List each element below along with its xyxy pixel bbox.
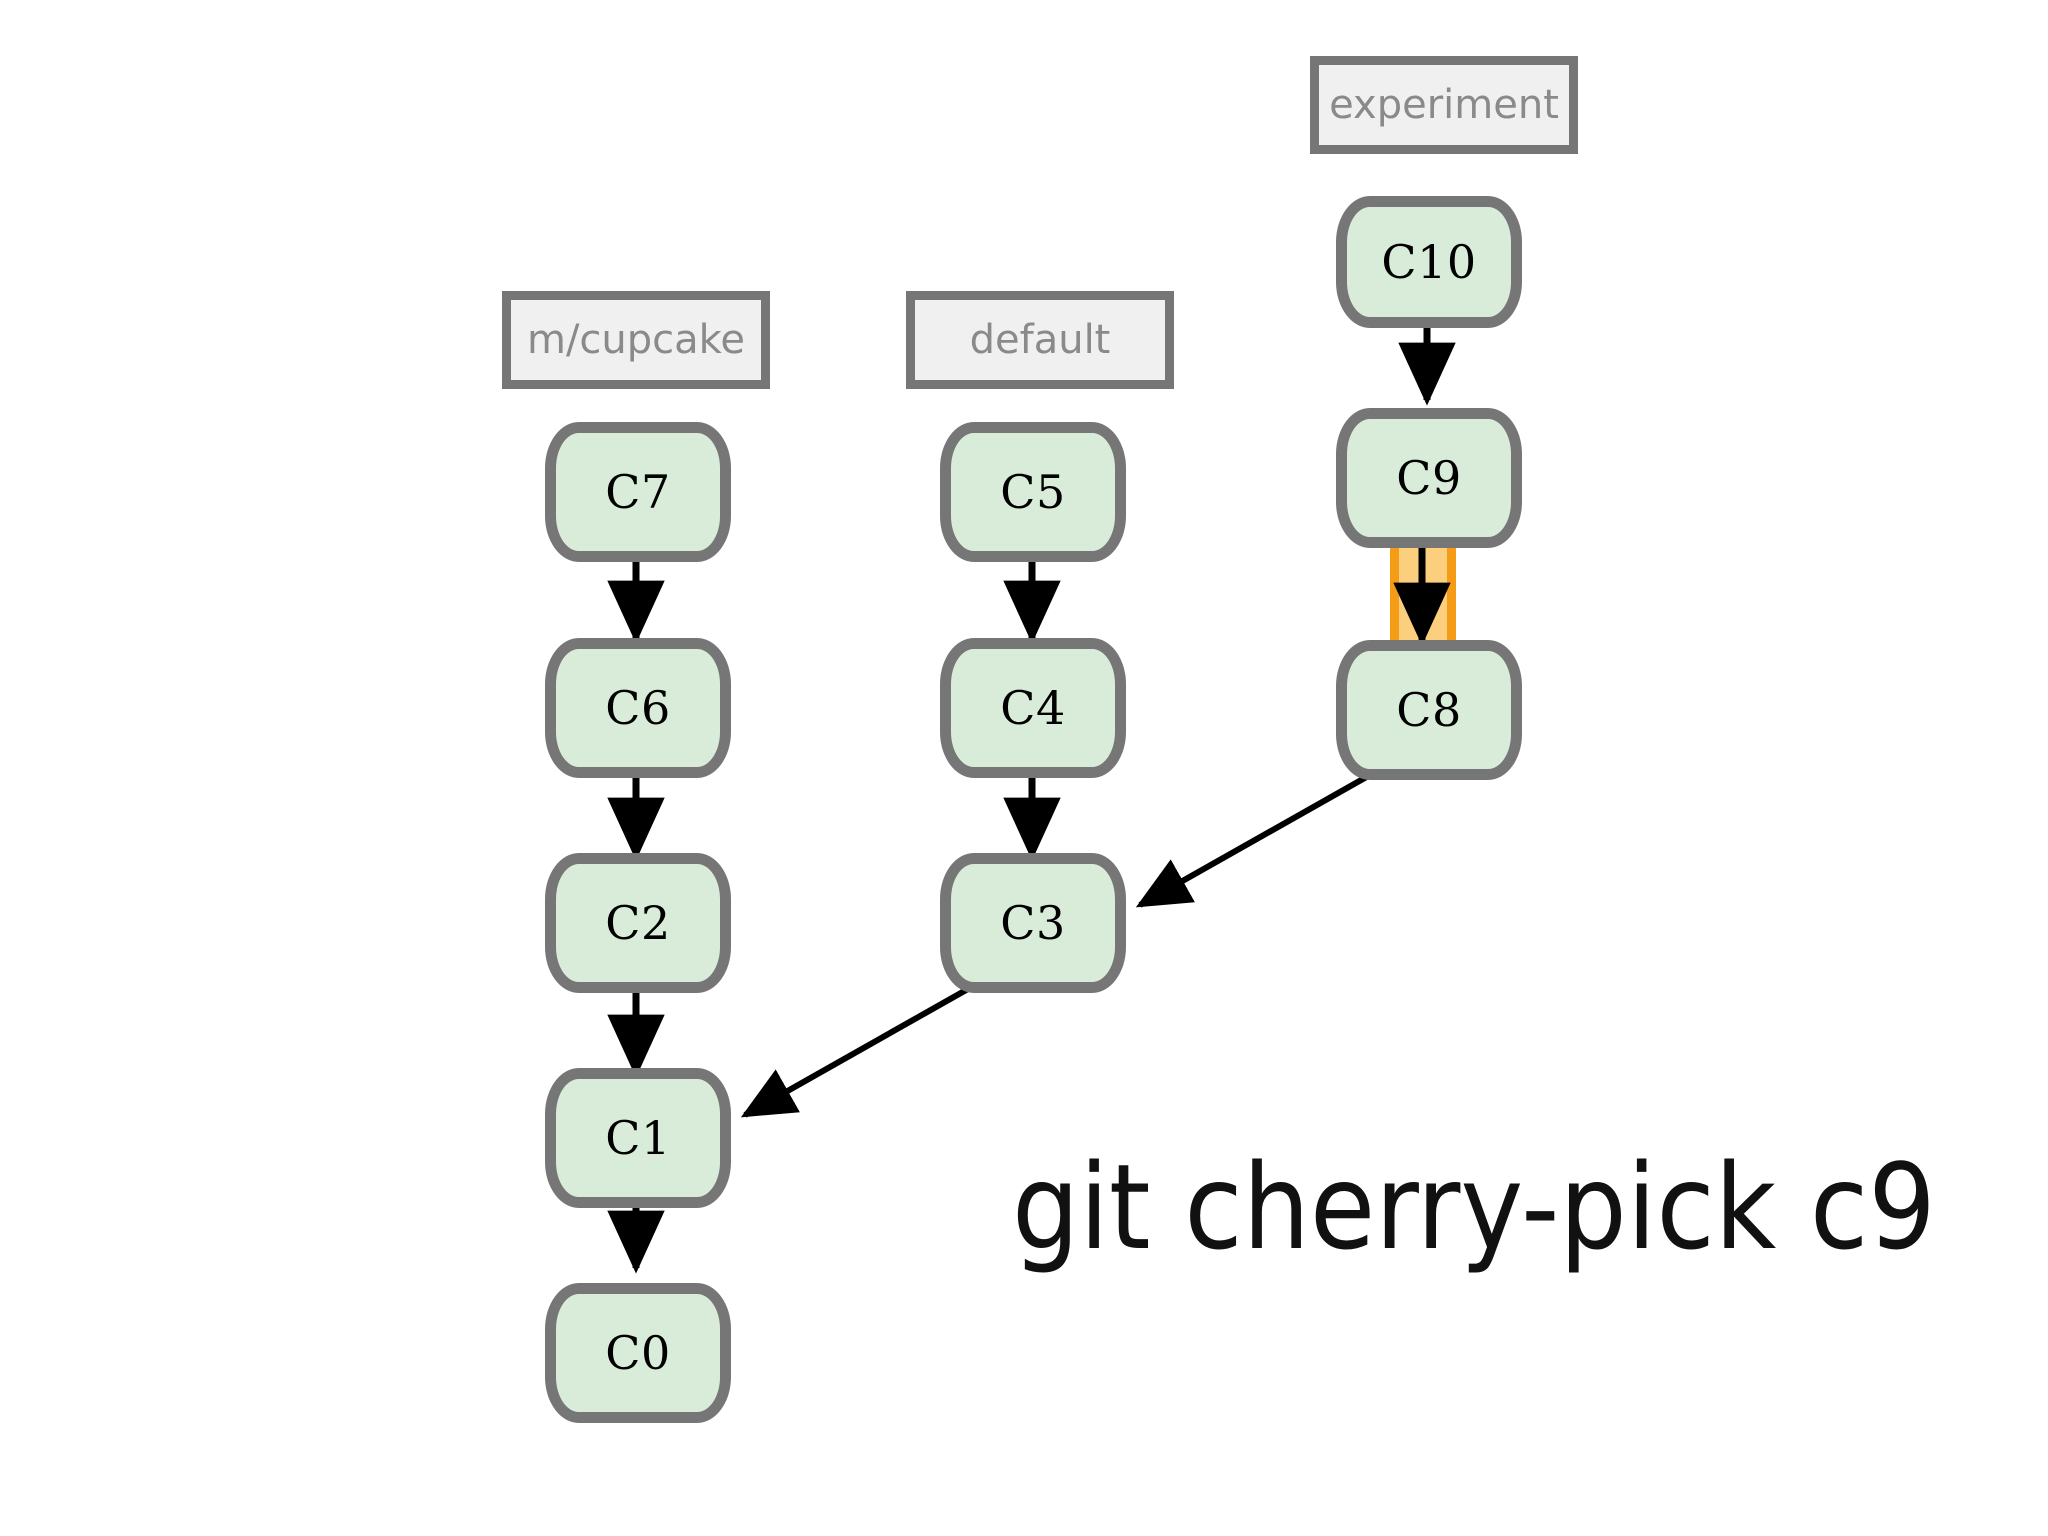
commit-node-c8[interactable]: C8	[1336, 640, 1522, 780]
commit-node-c7[interactable]: C7	[545, 422, 731, 562]
branch-label-text: m/cupcake	[526, 317, 746, 363]
commit-node-c0[interactable]: C0	[545, 1283, 731, 1423]
commit-node-c5[interactable]: C5	[940, 422, 1126, 562]
commit-label: C7	[605, 465, 671, 519]
branch-label-experiment[interactable]: experiment	[1310, 56, 1578, 154]
branch-label-m-cupcake[interactable]: m/cupcake	[502, 291, 770, 389]
commit-label: C3	[1000, 896, 1066, 950]
commit-label: C1	[605, 1111, 671, 1165]
commit-label: C2	[605, 896, 671, 950]
commit-node-c10[interactable]: C10	[1336, 196, 1522, 328]
commit-label: C5	[1000, 465, 1066, 519]
edge-c8-c3	[1135, 772, 1372, 908]
commit-node-c4[interactable]: C4	[940, 638, 1126, 778]
commit-label: C0	[605, 1326, 671, 1380]
branch-label-default[interactable]: default	[906, 291, 1174, 389]
commit-label: C8	[1396, 683, 1462, 737]
commit-label: C6	[605, 681, 671, 735]
cherry-pick-highlight-band	[1390, 548, 1456, 642]
commit-label: C4	[1000, 681, 1066, 735]
edge-c3-c1	[740, 982, 977, 1118]
branch-label-text: default	[969, 317, 1111, 363]
commit-node-c2[interactable]: C2	[545, 853, 731, 993]
commit-label: C9	[1396, 451, 1462, 505]
commit-node-c6[interactable]: C6	[545, 638, 731, 778]
commit-node-c3[interactable]: C3	[940, 853, 1126, 993]
commit-node-c9[interactable]: C9	[1336, 408, 1522, 548]
commit-label: C10	[1381, 235, 1477, 289]
command-caption: git cherry-pick c9	[1012, 1138, 1936, 1276]
commit-node-c1[interactable]: C1	[545, 1068, 731, 1208]
branch-label-text: experiment	[1329, 82, 1559, 128]
